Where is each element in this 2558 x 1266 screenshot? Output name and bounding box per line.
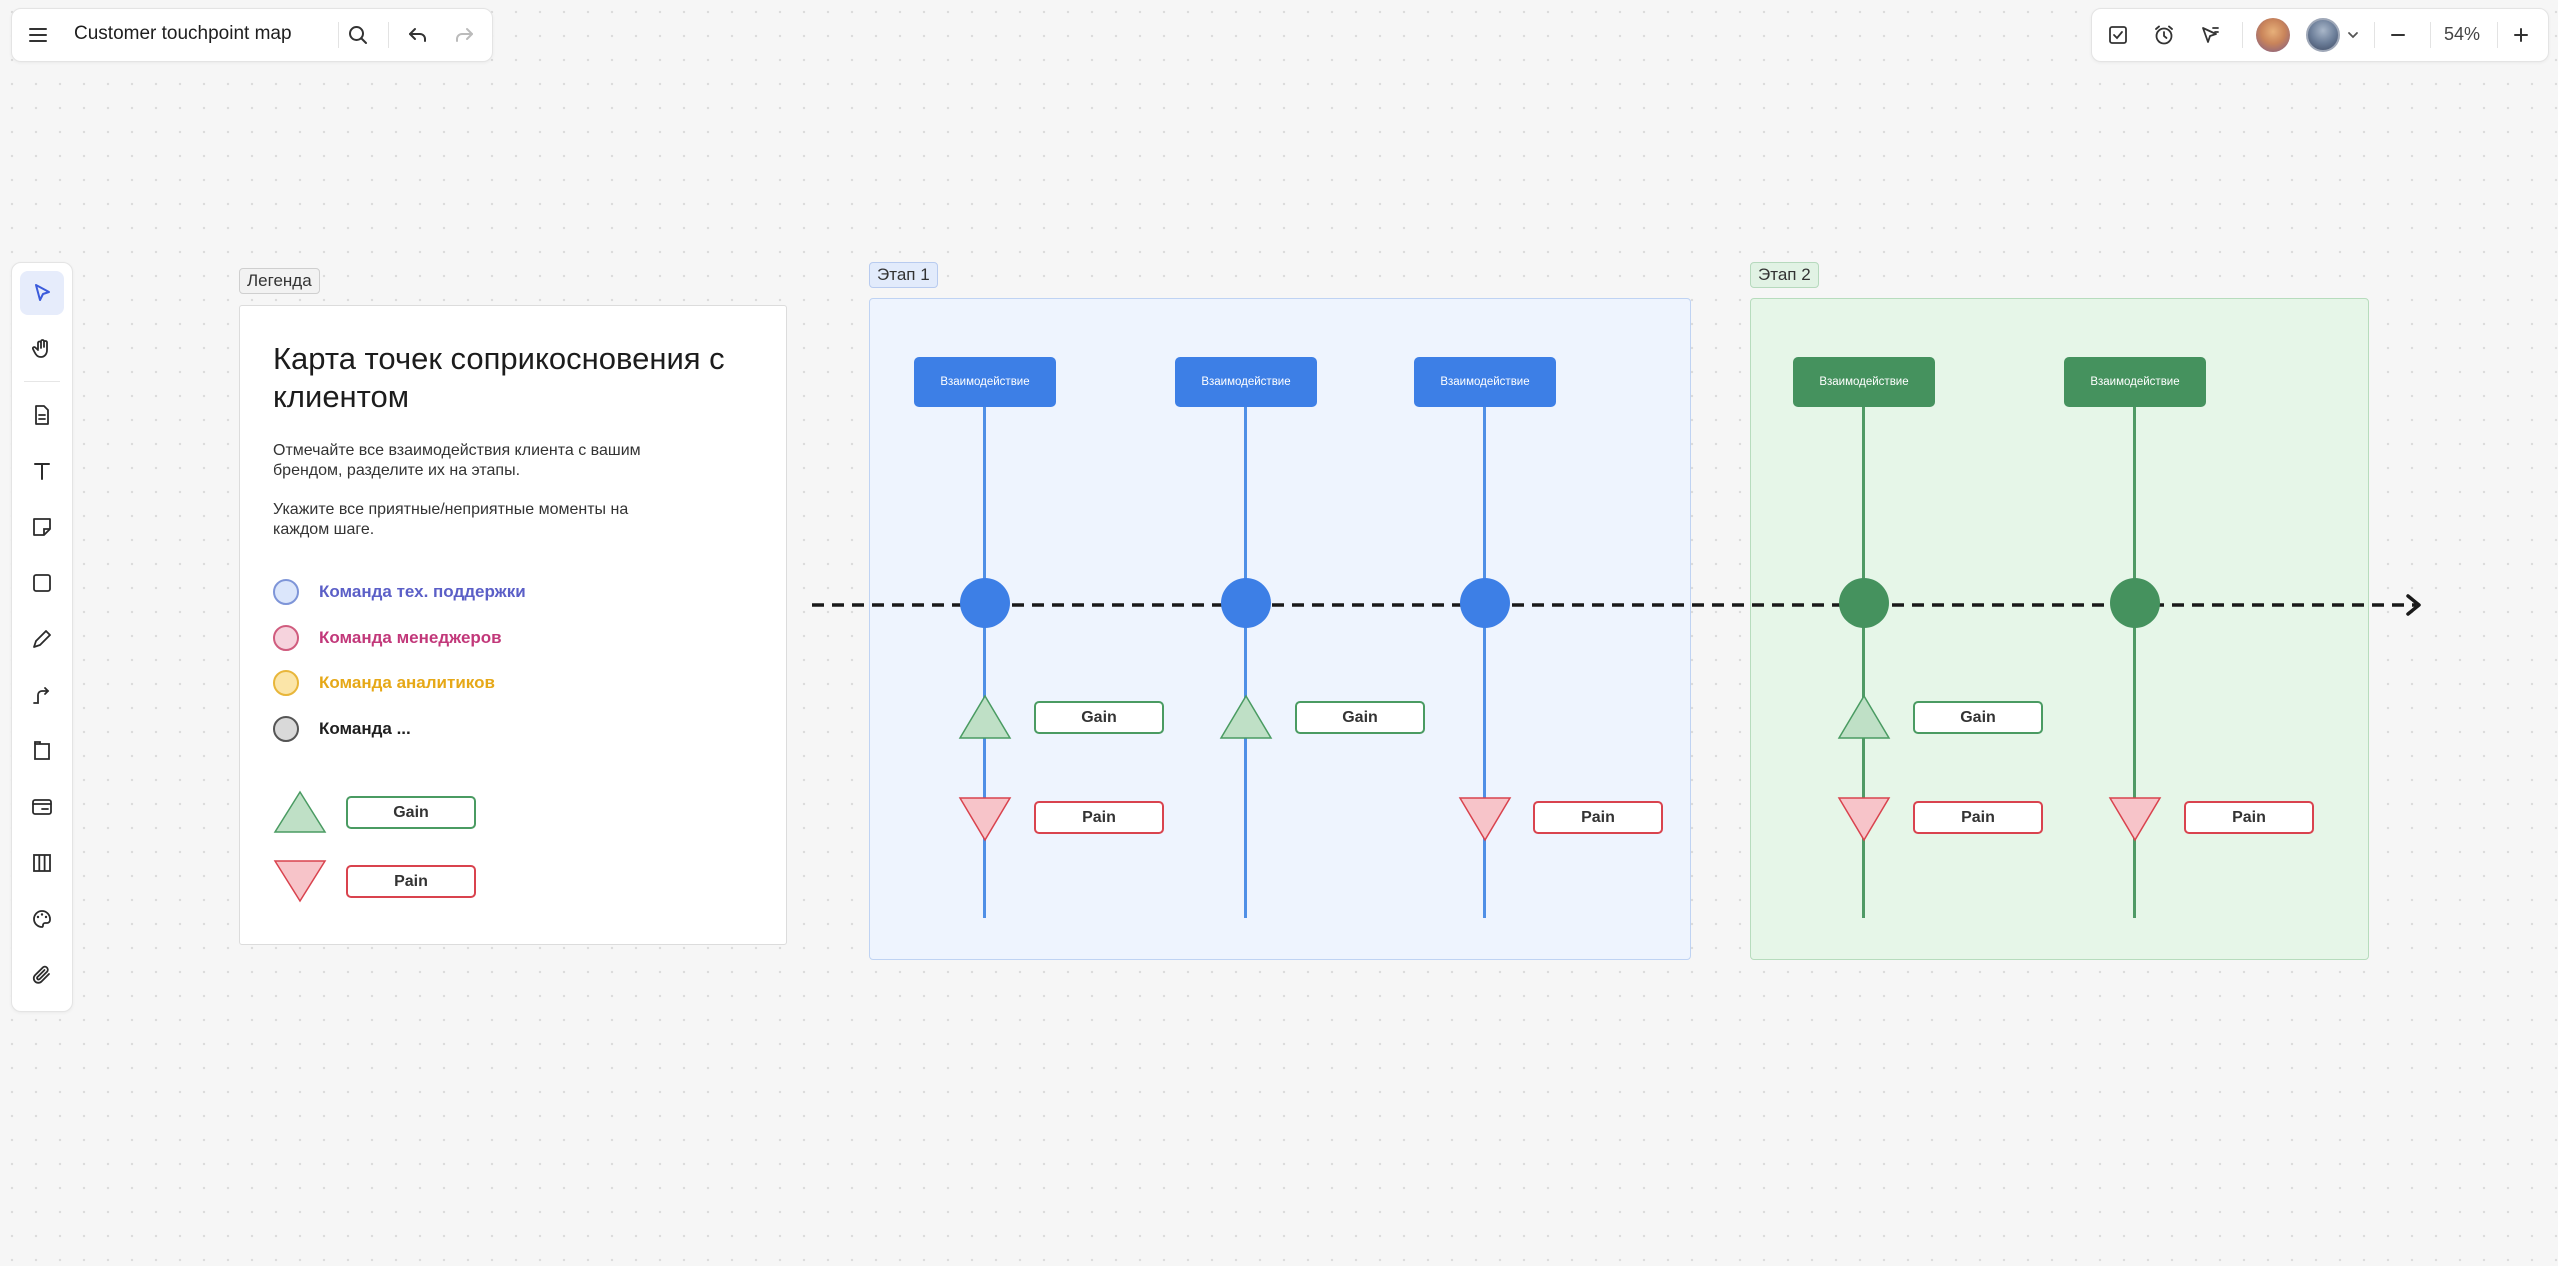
touchpoint-node[interactable] — [960, 578, 1010, 628]
pain-triangle-icon — [273, 860, 327, 903]
pain-label[interactable]: Pain — [1913, 801, 2043, 834]
legend-frame-label[interactable]: Легенда — [239, 268, 320, 294]
touchpoint-line — [1862, 406, 1865, 918]
gain-triangle-icon — [273, 790, 327, 833]
legend-team-item: Команда аналитиков — [273, 668, 495, 698]
gain-triangle-icon[interactable] — [958, 694, 1012, 740]
gain-triangle-icon[interactable] — [1219, 694, 1273, 740]
gain-label[interactable]: Gain — [1034, 701, 1164, 734]
pen-tool[interactable] — [20, 617, 64, 661]
touchpoint-node[interactable] — [1460, 578, 1510, 628]
menu-icon[interactable] — [22, 19, 54, 51]
sticky-note-icon[interactable] — [20, 505, 64, 549]
touchpoint-line — [1244, 406, 1247, 918]
team-label: Команда ... — [319, 719, 411, 738]
sticker-icon[interactable] — [20, 897, 64, 941]
pain-label: Pain — [346, 865, 476, 898]
chevron-down-icon[interactable] — [2342, 19, 2364, 51]
shape-tool[interactable] — [20, 561, 64, 605]
hand-tool[interactable] — [20, 327, 64, 371]
touchpoint-node[interactable] — [1839, 578, 1889, 628]
gain-label[interactable]: Gain — [1913, 701, 2043, 734]
legend-title: Карта точек соприкосновения с клиентом — [273, 341, 725, 414]
gain-label[interactable]: Gain — [1295, 701, 1425, 734]
touchpoint-node[interactable] — [1221, 578, 1271, 628]
select-tool[interactable] — [20, 271, 64, 315]
interaction-box[interactable]: Взаимодействие — [2064, 357, 2206, 407]
legend-team-item: Команда менеджеров — [273, 623, 502, 653]
user-avatar[interactable] — [2256, 18, 2290, 52]
touchpoint-node[interactable] — [2110, 578, 2160, 628]
kanban-tool[interactable] — [20, 841, 64, 885]
team-label: Команда тех. поддержки — [319, 582, 526, 601]
pain-triangle-icon[interactable] — [958, 796, 1012, 842]
stage-2-frame-label[interactable]: Этап 2 — [1750, 262, 1819, 288]
minus-icon[interactable] — [2382, 19, 2414, 51]
left-toolbar — [11, 262, 73, 1012]
team-color-dot — [273, 716, 299, 742]
team-label: Команда аналитиков — [319, 673, 495, 692]
interaction-box[interactable]: Взаимодействие — [914, 357, 1056, 407]
pain-triangle-icon[interactable] — [2108, 796, 2162, 842]
stage-1-frame[interactable] — [869, 298, 1691, 960]
stage-2-frame[interactable] — [1750, 298, 2369, 960]
team-color-dot — [273, 579, 299, 605]
interaction-box[interactable]: Взаимодействие — [1175, 357, 1317, 407]
top-right-toolbar: 54% — [2091, 8, 2549, 62]
checkbox-icon[interactable] — [2102, 19, 2134, 51]
touchpoint-line — [2133, 406, 2136, 918]
team-label: Команда менеджеров — [319, 628, 502, 647]
team-color-dot — [273, 670, 299, 696]
top-toolbar: Customer touchpoint map — [11, 8, 493, 62]
text-tool[interactable] — [20, 449, 64, 493]
frame-tool[interactable] — [20, 729, 64, 773]
legend-description: Отмечайте все взаимодействия клиента с в… — [273, 442, 641, 479]
interaction-box[interactable]: Взаимодействие — [1793, 357, 1935, 407]
pain-label[interactable]: Pain — [1533, 801, 1663, 834]
board-title[interactable]: Customer touchpoint map — [74, 23, 292, 44]
pain-triangle-icon[interactable] — [1458, 796, 1512, 842]
interaction-box[interactable]: Взаимодействие — [1414, 357, 1556, 407]
gain-label: Gain — [346, 796, 476, 829]
attachment-icon[interactable] — [20, 953, 64, 997]
search-icon[interactable] — [342, 19, 374, 51]
plus-icon[interactable] — [2505, 19, 2537, 51]
touchpoint-line — [1483, 406, 1486, 918]
undo-icon[interactable] — [402, 19, 434, 51]
pain-label[interactable]: Pain — [2184, 801, 2314, 834]
zoom-level[interactable]: 54% — [2444, 24, 2481, 44]
legend-team-item: Команда ... — [273, 714, 411, 744]
follow-cursor-icon[interactable] — [2194, 19, 2226, 51]
redo-icon[interactable] — [448, 19, 480, 51]
gain-triangle-icon[interactable] — [1837, 694, 1891, 740]
timer-icon[interactable] — [2148, 19, 2180, 51]
pain-triangle-icon[interactable] — [1837, 796, 1891, 842]
team-color-dot — [273, 625, 299, 651]
legend-card[interactable]: Карта точек соприкосновения с клиентом О… — [239, 305, 787, 945]
legend-description: Укажите все приятные/неприятные моменты … — [273, 501, 629, 538]
card-tool[interactable] — [20, 785, 64, 829]
legend-team-item: Команда тех. поддержки — [273, 577, 526, 607]
connector-tool[interactable] — [20, 673, 64, 717]
document-icon[interactable] — [20, 393, 64, 437]
stage-1-frame-label[interactable]: Этап 1 — [869, 262, 938, 288]
user-avatar[interactable] — [2306, 18, 2340, 52]
pain-label[interactable]: Pain — [1034, 801, 1164, 834]
touchpoint-line — [983, 406, 986, 918]
